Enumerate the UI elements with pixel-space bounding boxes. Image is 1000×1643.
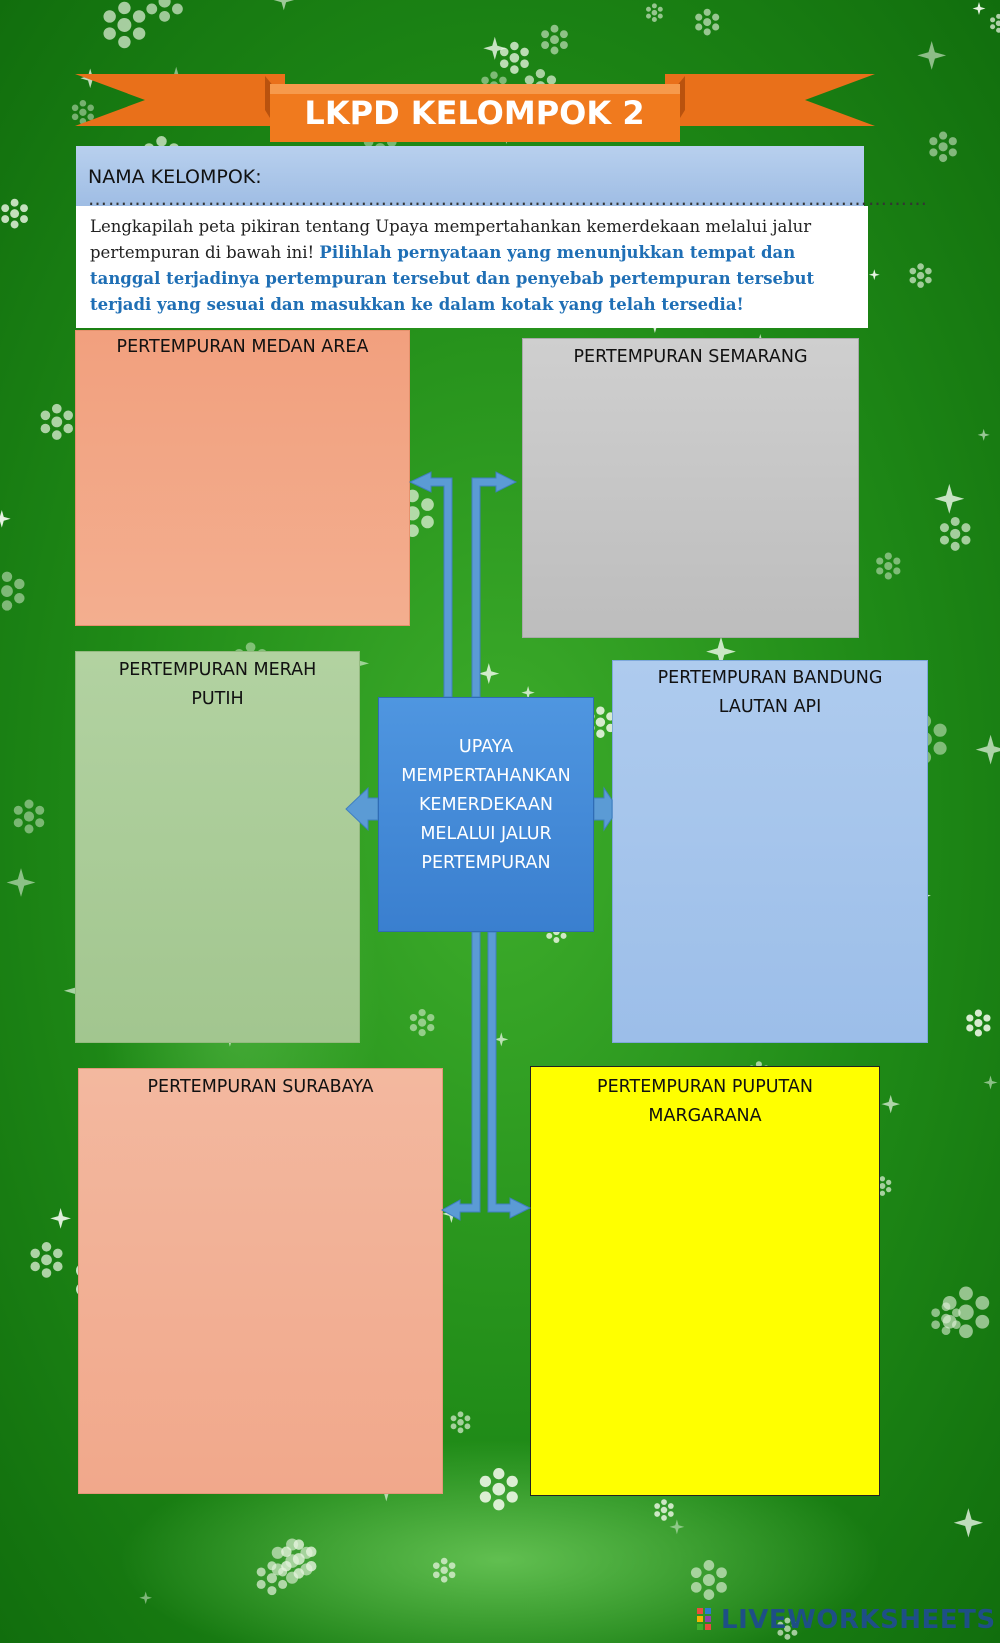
- box-semarang[interactable]: [522, 338, 859, 638]
- center-topic-box: [378, 697, 594, 932]
- snowflake-icon: [977, 428, 990, 441]
- snowflake-icon: [881, 1094, 900, 1114]
- snowflake-icon: [972, 2, 986, 15]
- snowflake-icon: [483, 36, 507, 60]
- snowflake-icon: [541, 24, 568, 55]
- snowflake-icon: [934, 483, 965, 514]
- box-surabaya-label: PERTEMPURAN SURABAYA: [147, 1077, 374, 1097]
- instruction-plain: Lengkapilah peta pikiran tentang Upaya m…: [90, 217, 812, 262]
- box-bandung-label-2: LAUTAN API: [718, 697, 822, 717]
- snowflake-icon: [975, 734, 1000, 765]
- center-line-4: MELALUI JALUR: [420, 824, 552, 844]
- center-line-1: UPAYA: [458, 737, 514, 757]
- snowflake-icon: [646, 3, 663, 22]
- snowflake-icon: [442, 1204, 461, 1223]
- snowflake-icon: [103, 1, 146, 49]
- snowflake-icon: [50, 1208, 71, 1229]
- center-line-3: KEMERDEKAAN: [418, 795, 554, 815]
- snowflake-icon: [146, 0, 183, 22]
- box-puputan-margarana[interactable]: [530, 1066, 880, 1496]
- box-semarang-label: PERTEMPURAN SEMARANG: [573, 347, 808, 367]
- center-line-5: PERTEMPURAN: [421, 853, 551, 873]
- title-ribbon: [75, 74, 875, 142]
- snowflake-icon: [0, 509, 11, 528]
- liveworksheets-logo[interactable]: LIVEWORKSHEETS: [697, 1605, 996, 1637]
- box-merah-putih-label-1: PERTEMPURAN MERAH: [118, 660, 317, 680]
- snowflake-icon: [273, 0, 295, 11]
- snowflake-icon: [868, 269, 880, 281]
- group-name-field[interactable]: NAMA KELOMPOK: ……………………………………………………………………: [76, 146, 927, 210]
- group-name-dots: ……………………………………………………………………………………………………………: [88, 188, 928, 210]
- snowflake-icon: [917, 41, 947, 70]
- snowflake-icon: [966, 1009, 991, 1037]
- snowflake-icon: [876, 552, 901, 580]
- page-title: LKPD KELOMPOK 2: [304, 94, 645, 132]
- instruction-highlight: Pilihlah pernyataan yang menunjukkan tem…: [90, 243, 815, 314]
- instruction-text: Lengkapilah peta pikiran tentang Upaya m…: [76, 206, 868, 328]
- snowflake-icon: [695, 8, 720, 36]
- snowflake-icon: [990, 13, 1000, 33]
- liveworksheets-logo-icon: [697, 1608, 711, 1630]
- box-merah-putih-label-2: PUTIH: [191, 689, 244, 709]
- snowflake-icon: [983, 1075, 998, 1090]
- box-medan-area[interactable]: [75, 330, 410, 626]
- snowflake-icon: [30, 1242, 63, 1278]
- snowflake-icon: [953, 1508, 984, 1538]
- center-line-2: MEMPERTAHANKAN: [401, 766, 571, 786]
- snowflake-icon: [450, 1411, 471, 1434]
- snowflake-icon: [0, 571, 25, 611]
- box-bandung-label-1: PERTEMPURAN BANDUNG: [657, 668, 883, 688]
- box-surabaya[interactable]: [78, 1068, 443, 1494]
- center-topic-text: UPAYA MEMPERTAHANKAN KEMERDEKAAN MELALUI…: [378, 733, 594, 878]
- box-puputan-label-2: MARGARANA: [648, 1106, 762, 1126]
- box-merah-putih[interactable]: [75, 651, 360, 1043]
- snowflake-icon: [13, 799, 45, 834]
- box-bandung-lautan-api[interactable]: [612, 660, 928, 1043]
- box-puputan-label-1: PERTEMPURAN PUPUTAN: [597, 1077, 813, 1097]
- snowflake-icon: [40, 403, 73, 440]
- snowflake-icon: [409, 1008, 435, 1037]
- snowflake-icon: [494, 1032, 509, 1047]
- snowflake-icon: [939, 516, 971, 551]
- snowflake-icon: [1, 198, 28, 229]
- group-name-label: NAMA KELOMPOK:: [88, 166, 262, 188]
- snowflake-icon: [929, 131, 957, 163]
- snowflake-icon: [909, 263, 932, 288]
- snowflake-icon: [478, 663, 500, 685]
- box-medan-area-label: PERTEMPURAN MEDAN AREA: [116, 337, 369, 357]
- logo-text: LIVEWORKSHEETS: [721, 1605, 996, 1635]
- snowflake-icon: [6, 868, 36, 897]
